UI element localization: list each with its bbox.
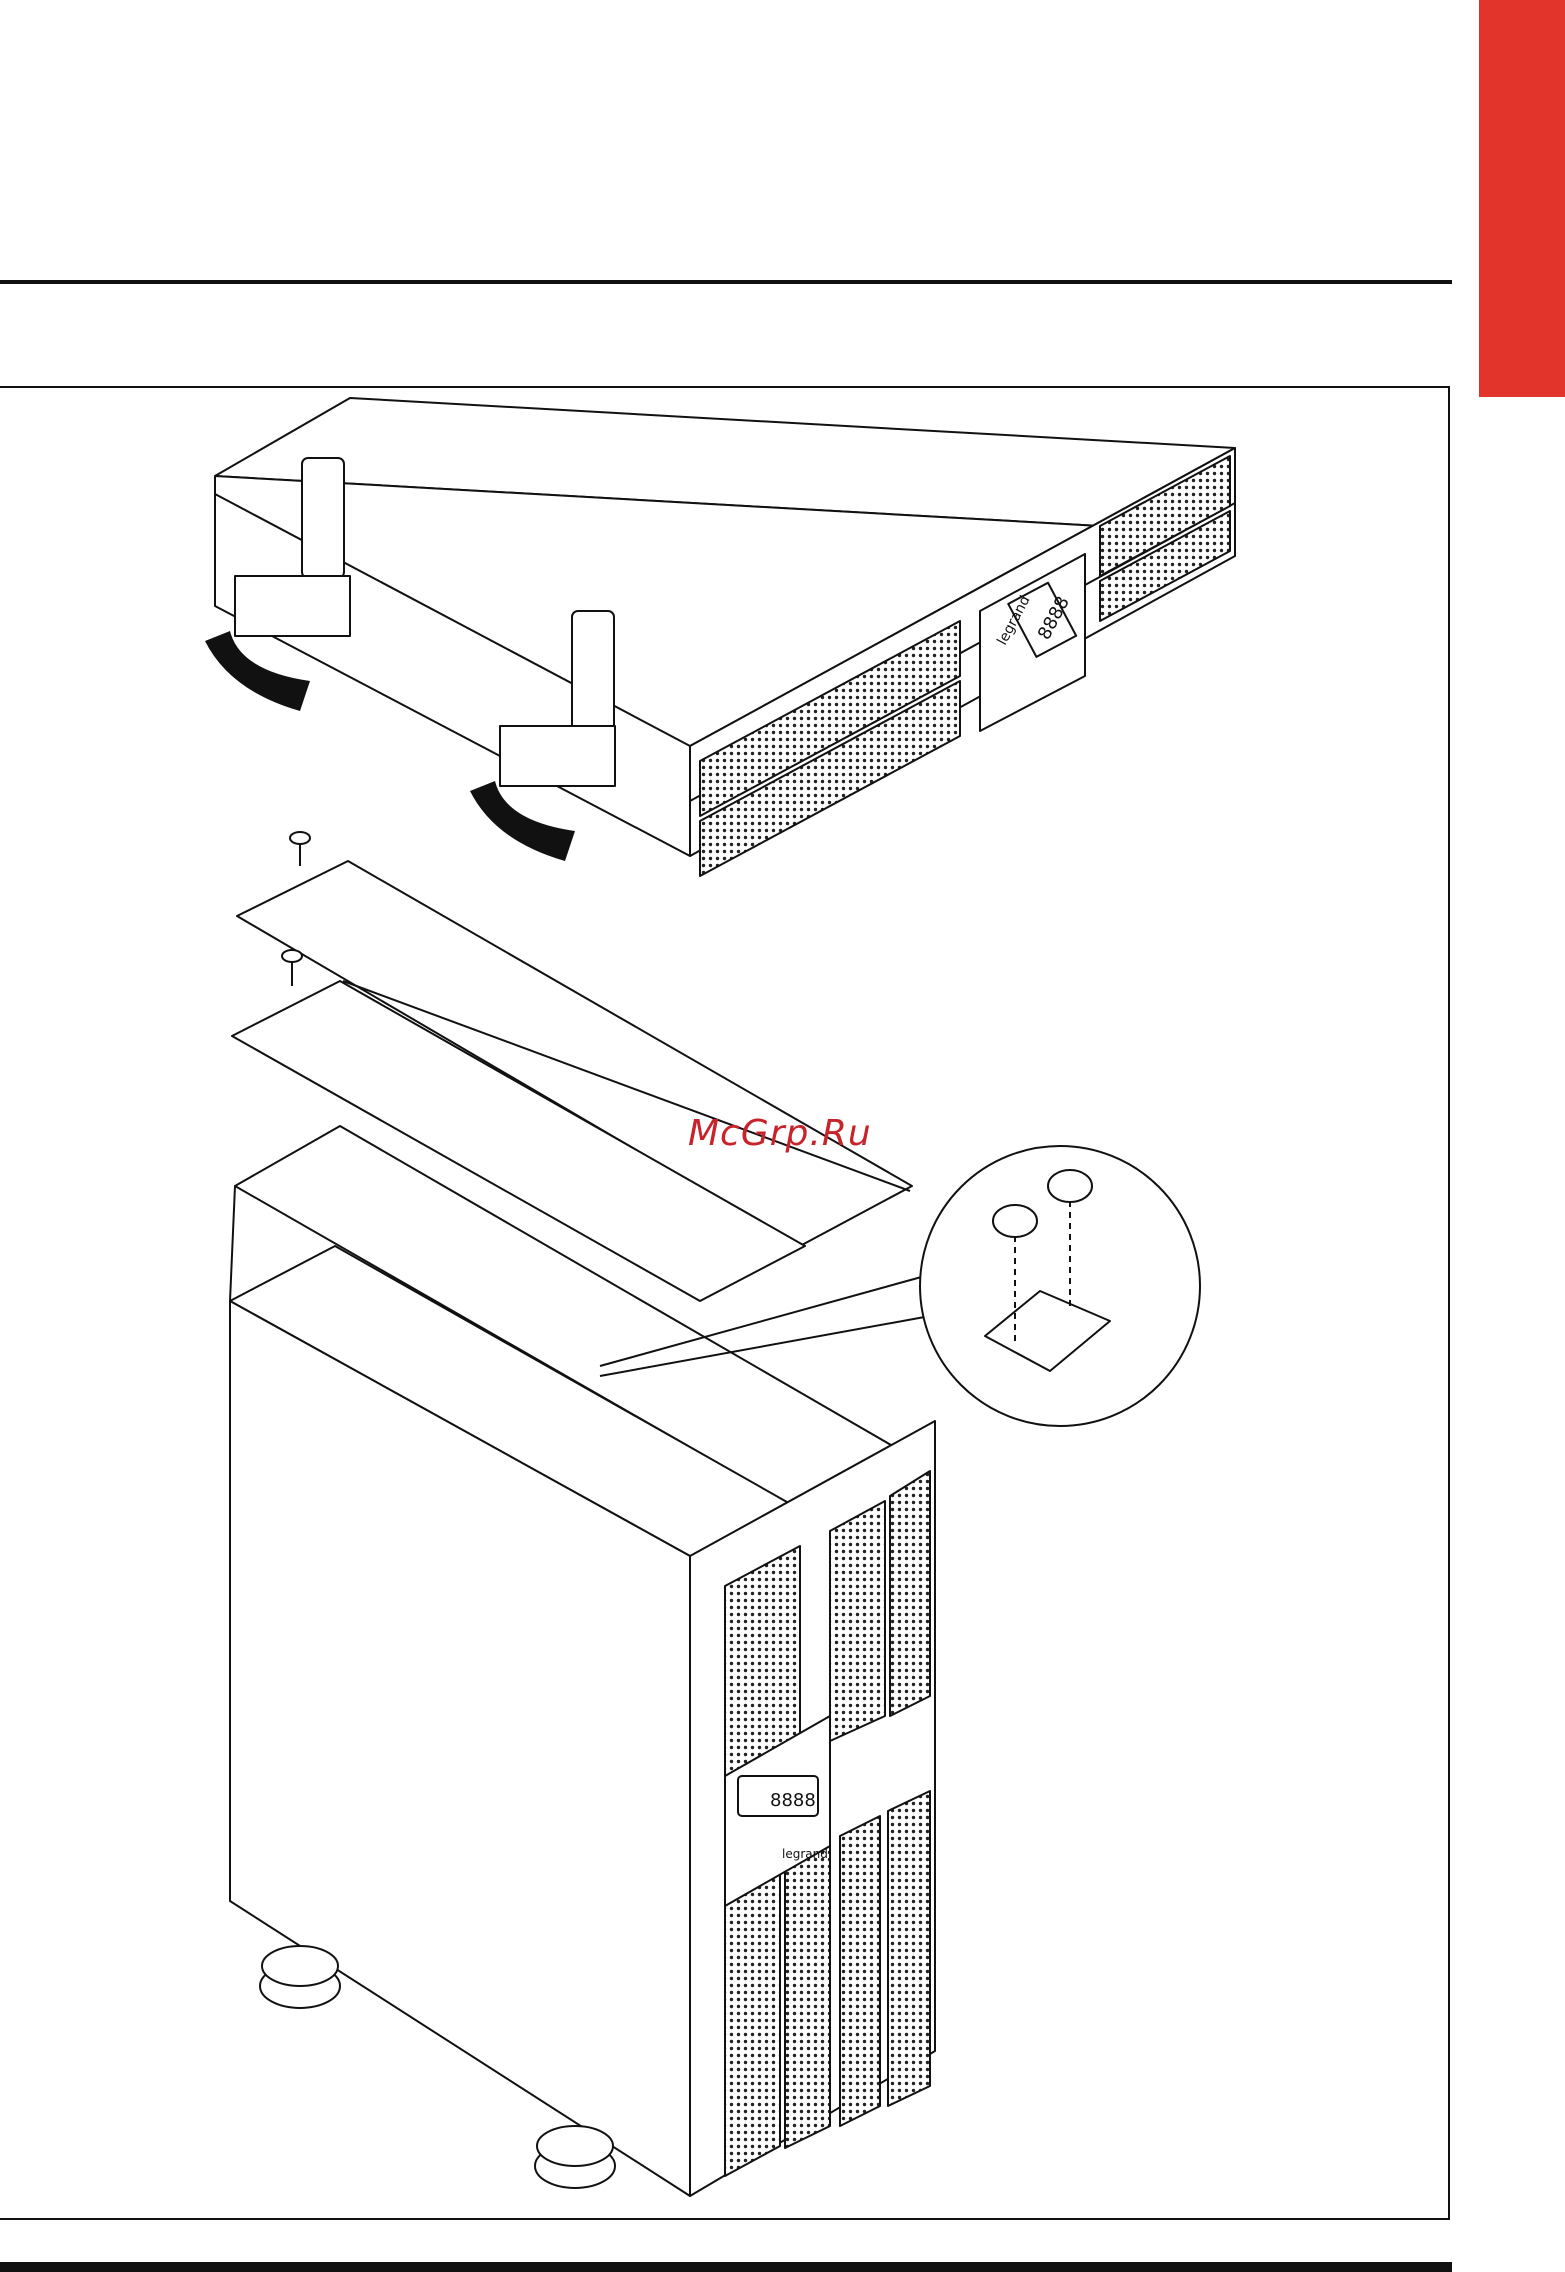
header-rule	[0, 280, 1452, 284]
tower-display-digits: 8888	[770, 1790, 816, 1811]
footer-rule	[0, 2262, 1452, 2272]
tower-brand-label: legrand	[782, 1847, 828, 1861]
installation-illustration: legrand 8888	[0, 386, 1450, 2220]
section-tab	[1479, 0, 1565, 397]
watermark: McGrp.Ru	[688, 1113, 872, 1154]
tower-ups-unit	[230, 1126, 935, 2196]
